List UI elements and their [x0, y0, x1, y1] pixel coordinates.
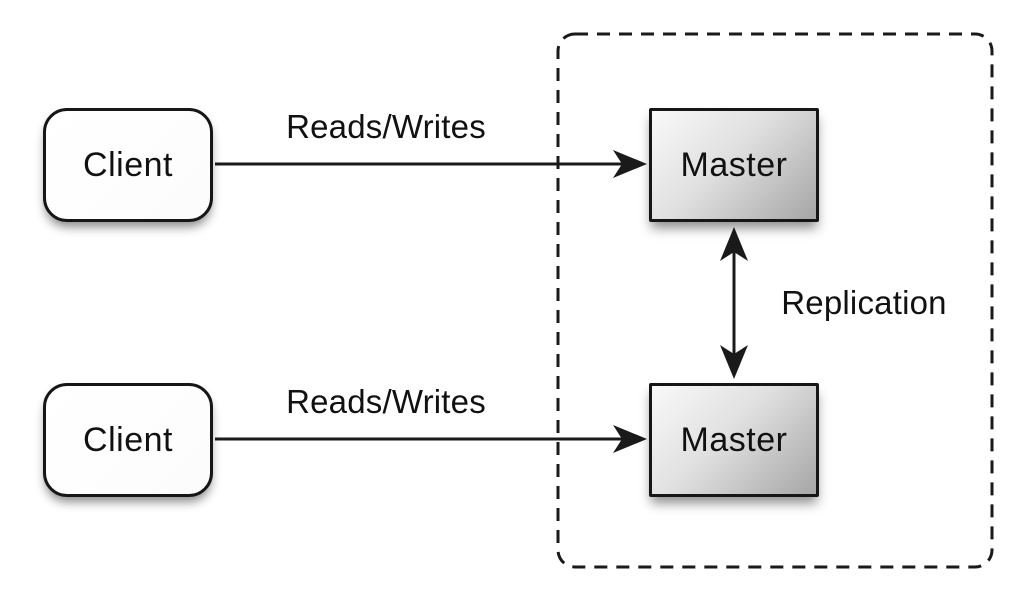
replication-arrow — [720, 227, 748, 379]
arrowhead-up-icon — [720, 227, 748, 261]
replication-zone-border — [556, 32, 994, 569]
master-node-2: Master — [649, 383, 819, 497]
arrowhead-down-icon — [720, 345, 748, 379]
master-1-label: Master — [680, 145, 788, 184]
arrowhead-right-icon — [613, 425, 647, 453]
client-1-label: Client — [83, 145, 173, 184]
reads-writes-arrow-1 — [215, 150, 647, 178]
reads-writes-arrow-2 — [215, 425, 647, 453]
reads-writes-label-2: Reads/Writes — [286, 383, 486, 420]
arrowhead-right-icon — [613, 150, 647, 178]
client-node-2: Client — [43, 383, 213, 497]
master-node-1: Master — [649, 108, 819, 222]
reads-writes-label-1: Reads/Writes — [286, 108, 486, 145]
client-node-1: Client — [43, 108, 213, 222]
client-2-label: Client — [83, 420, 173, 459]
replication-label: Replication — [781, 284, 947, 321]
master-2-label: Master — [680, 420, 788, 459]
